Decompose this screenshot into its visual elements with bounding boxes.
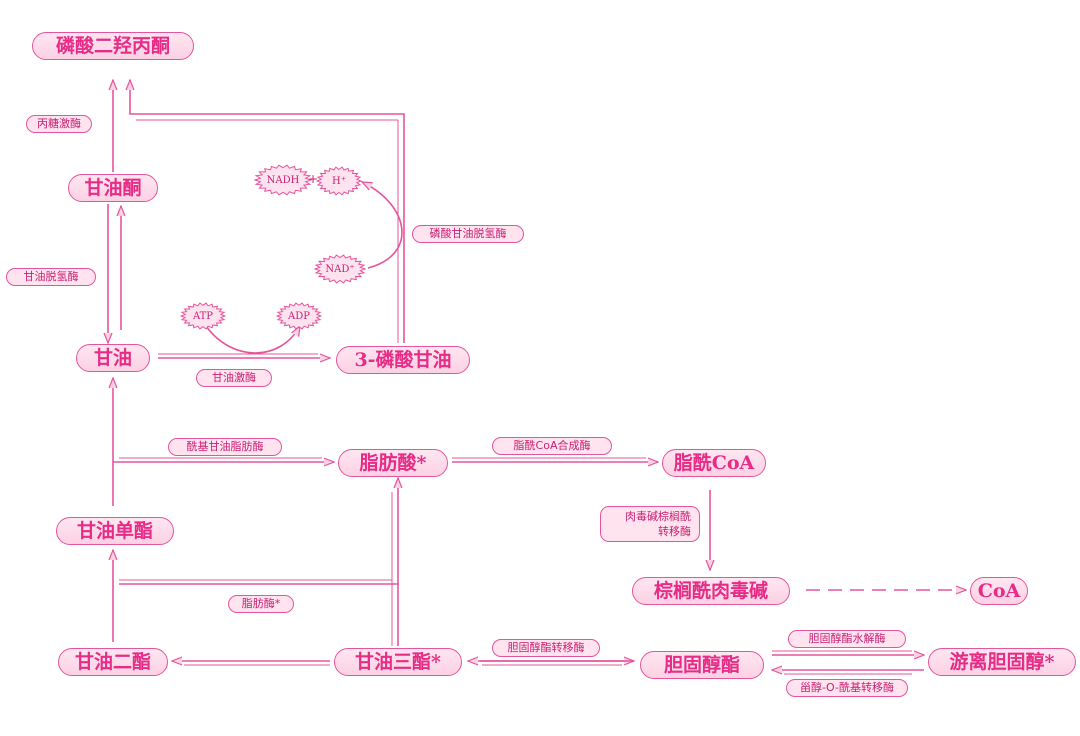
cofactor-h-plus-label: H⁺ xyxy=(332,175,346,187)
cofactor-plus: + xyxy=(308,172,319,186)
node-dhap: 磷酸二羟丙酮 xyxy=(32,32,194,60)
burst-shape xyxy=(253,164,313,196)
burst-shape xyxy=(275,302,323,330)
cofactor-nad-plus: NAD⁺ xyxy=(313,254,367,284)
cofactor-nad-plus-label: NAD⁺ xyxy=(325,263,355,275)
enzyme-glycerol-dehydrogenase: 甘油脱氢酶 xyxy=(6,268,96,286)
node-free-cholesterol: 游离胆固醇* xyxy=(928,648,1076,676)
cofactor-atp: ATP xyxy=(179,302,227,330)
burst-shape xyxy=(179,302,227,330)
arrow-g3p-to-dhap xyxy=(130,80,405,343)
enzyme-acylglycerol-lipase: 酰基甘油脂肪酶 xyxy=(168,438,282,456)
enzyme-acyl-coa-synthetase: 脂酰CoA合成酶 xyxy=(492,437,612,455)
cofactor-adp-label: ADP xyxy=(288,310,310,322)
enzyme-glycerol-kinase: 甘油激酶 xyxy=(196,369,272,387)
enzyme-carnitine-transferase-line2: 转移酶 xyxy=(658,525,691,538)
node-palmitoyl-carnitine: 棕榈酰肉毒碱 xyxy=(632,577,790,605)
enzyme-cholesterol-ester-transferase: 胆固醇酯转移酶 xyxy=(492,639,600,657)
node-monoacylglycerol: 甘油单酯 xyxy=(56,517,174,545)
burst-shape xyxy=(313,254,367,284)
node-fatty-acid: 脂肪酸* xyxy=(338,449,448,477)
burst-shape xyxy=(315,166,363,196)
node-diacylglycerol: 甘油二酯 xyxy=(58,648,168,676)
cofactor-nadh: NADH xyxy=(253,164,313,196)
arrow-nad-to-nadh xyxy=(362,181,403,269)
cofactor-nadh-label: NADH xyxy=(266,174,300,186)
enzyme-carnitine-transferase: 肉毒碱棕榈酰 转移酶 xyxy=(600,506,700,542)
enzyme-lipase: 脂肪酶* xyxy=(228,595,294,613)
node-g3p: 3-磷酸甘油 xyxy=(336,346,470,374)
node-glycerol: 甘油 xyxy=(76,344,150,372)
enzyme-sterol-acyltransferase: 甾醇-O-酰基转移酶 xyxy=(786,679,908,697)
node-triacylglycerol: 甘油三酯* xyxy=(334,648,462,676)
cofactor-h-plus: H⁺ xyxy=(315,166,363,196)
cofactor-adp: ADP xyxy=(275,302,323,330)
cofactor-atp-label: ATP xyxy=(192,310,214,322)
node-cholesteryl-ester: 胆固醇酯 xyxy=(640,651,764,679)
enzyme-carnitine-transferase-line1: 肉毒碱棕榈酰 xyxy=(625,510,691,523)
node-glycerone: 甘油酮 xyxy=(68,174,158,202)
enzyme-cholesterol-ester-hydrolase: 胆固醇酯水解酶 xyxy=(788,630,906,648)
enzyme-g3p-dehydrogenase: 磷酸甘油脱氢酶 xyxy=(412,225,524,243)
enzyme-triose-kinase: 丙糖激酶 xyxy=(26,115,92,133)
node-coa: CoA xyxy=(970,577,1028,605)
node-fatty-acyl-coa: 脂酰CoA xyxy=(662,449,766,477)
arrow-atp-to-adp xyxy=(205,326,300,354)
